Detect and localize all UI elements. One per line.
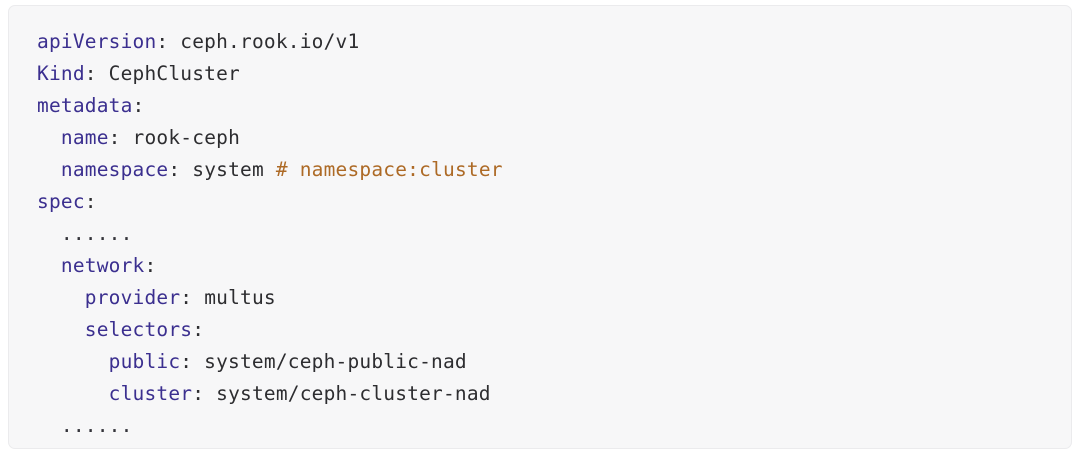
yaml-value: multus xyxy=(192,286,276,309)
yaml-key: Kind xyxy=(37,62,85,85)
code-line: selectors: xyxy=(37,314,1071,346)
code-indent xyxy=(37,222,61,245)
code-indent xyxy=(37,382,109,405)
yaml-key: provider xyxy=(84,286,181,309)
code-line: apiVersion: ceph.rook.io/v1 xyxy=(37,26,1071,58)
code-indent xyxy=(37,318,85,341)
yaml-colon: : xyxy=(180,286,193,309)
code-indent xyxy=(37,254,61,277)
code-line: metadata: xyxy=(37,90,1071,122)
yaml-colon: : xyxy=(84,190,97,213)
code-ellipsis: ...... xyxy=(60,414,133,437)
code-line: provider: multus xyxy=(37,282,1071,314)
yaml-value: system/ceph-cluster-nad xyxy=(204,382,491,405)
yaml-key: cluster xyxy=(108,382,193,405)
code-ellipsis: ...... xyxy=(60,222,133,245)
yaml-key: namespace xyxy=(60,158,169,181)
code-line: ...... xyxy=(37,218,1071,250)
yaml-value: system xyxy=(180,158,276,181)
yaml-colon: : xyxy=(144,254,157,277)
code-indent xyxy=(37,414,61,437)
yaml-key: apiVersion xyxy=(37,30,157,53)
code-line: Kind: CephCluster xyxy=(37,58,1071,90)
code-line: cluster: system/ceph-cluster-nad xyxy=(37,378,1071,410)
code-line: public: system/ceph-public-nad xyxy=(37,346,1071,378)
code-line: name: rook-ceph xyxy=(37,122,1071,154)
code-indent xyxy=(37,350,109,373)
yaml-value: rook-ceph xyxy=(120,126,241,149)
code-line: namespace: system # namespace:cluster xyxy=(37,154,1071,186)
yaml-value: CephCluster xyxy=(96,62,240,85)
yaml-colon: : xyxy=(180,350,193,373)
yaml-key: selectors xyxy=(84,318,193,341)
yaml-value: system/ceph-public-nad xyxy=(192,350,467,373)
yaml-key: name xyxy=(60,126,109,149)
yaml-colon: : xyxy=(168,158,181,181)
yaml-colon: : xyxy=(84,62,97,85)
yaml-key: public xyxy=(108,350,181,373)
code-line: network: xyxy=(37,250,1071,282)
code-line: spec: xyxy=(37,186,1071,218)
yaml-key: metadata xyxy=(37,94,133,117)
code-indent xyxy=(37,286,85,309)
code-indent xyxy=(37,158,61,181)
yaml-key: spec xyxy=(37,190,85,213)
code-line: ...... xyxy=(37,410,1071,442)
yaml-key: network xyxy=(60,254,145,277)
code-indent xyxy=(37,126,61,149)
yaml-colon: : xyxy=(108,126,121,149)
yaml-comment: # namespace:cluster xyxy=(275,158,503,181)
yaml-colon: : xyxy=(192,318,205,341)
yaml-colon: : xyxy=(132,94,145,117)
yaml-value: ceph.rook.io/v1 xyxy=(168,30,360,53)
yaml-colon: : xyxy=(156,30,169,53)
yaml-colon: : xyxy=(192,382,205,405)
